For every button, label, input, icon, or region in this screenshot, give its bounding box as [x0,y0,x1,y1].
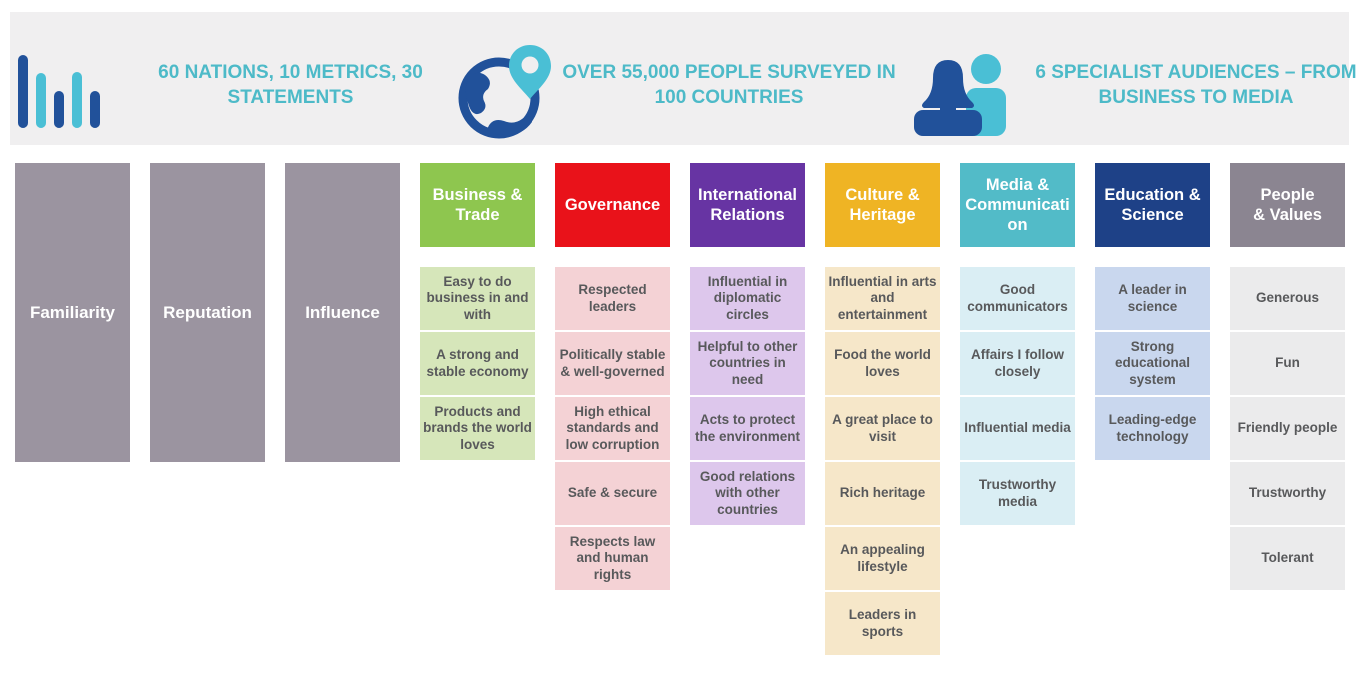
metric-label-familiarity: Familiarity [15,163,130,462]
statement-item: Helpful to other countries in need [690,332,805,395]
statement-item: A leader in science [1095,267,1210,330]
globe-pin-icon [458,45,551,139]
category-header-people-values: People & Values [1230,163,1345,247]
statement-item: Easy to do business in and with [420,267,535,330]
category-header-culture-heritage: Culture & Heritage [825,163,940,247]
category-column-business-trade: Business & Trade Easy to do business in … [420,163,535,657]
statement-item: Safe & secure [555,462,670,525]
statement-item: Influential in arts and entertainment [825,267,940,330]
statement-item: Rich heritage [825,462,940,525]
statement-item: Strong educational system [1095,332,1210,395]
statement-item: High ethical standards and low corruptio… [555,397,670,460]
statement-item: Trustworthy [1230,462,1345,525]
metric-column-reputation: Reputation [150,163,265,657]
statement-item: Leaders in sports [825,592,940,655]
statement-item: An appealing lifestyle [825,527,940,590]
category-column-media-communication: Media & Communication Good communicators… [960,163,1075,657]
bar-chart-icon [18,55,100,128]
statement-item: A great place to visit [825,397,940,460]
statement-item: Good relations with other countries [690,462,805,525]
category-header-governance: Governance [555,163,670,247]
statement-item: Politically stable & well-governed [555,332,670,395]
statement-item: Tolerant [1230,527,1345,590]
statement-item: Products and brands the world loves [420,397,535,460]
statement-item: Generous [1230,267,1345,330]
category-column-governance: Governance Respected leaders Politically… [555,163,670,657]
category-header-business-trade: Business & Trade [420,163,535,247]
statement-item: A strong and stable economy [420,332,535,395]
category-column-people-values: People & Values Generous Fun Friendly pe… [1230,163,1345,657]
statement-item: Influential media [960,397,1075,460]
statement-item: Influential in diplomatic circles [690,267,805,330]
statement-item: Fun [1230,332,1345,395]
stat-people-surveyed: OVER 55,000 PEOPLE SURVEYED IN 100 COUNT… [562,62,896,108]
category-header-international-relations: International Relations [690,163,805,247]
statement-item: Respects law and human rights [555,527,670,590]
statement-item: Good communicators [960,267,1075,330]
category-column-culture-heritage: Culture & Heritage Influential in arts a… [825,163,940,657]
index-columns: Familiarity Reputation Influence Busines… [15,163,1345,657]
audience-people-icon [914,54,1006,136]
stat-specialist-audiences: 6 SPECIALIST AUDIENCES – FROM BUSINESS T… [1035,62,1357,108]
metric-label-influence: Influence [285,163,400,462]
statement-item: Affairs I follow closely [960,332,1075,395]
metric-column-influence: Influence [285,163,400,657]
metric-column-familiarity: Familiarity [15,163,130,657]
category-header-media-communication: Media & Communication [960,163,1075,247]
statement-item: Acts to protect the environment [690,397,805,460]
metric-label-reputation: Reputation [150,163,265,462]
statement-item: Food the world loves [825,332,940,395]
stat-nations-metrics-statements: 60 NATIONS, 10 METRICS, 30 STATEMENTS [158,62,423,108]
statement-item: Leading-edge technology [1095,397,1210,460]
category-header-education-science: Education & Science [1095,163,1210,247]
category-column-international-relations: International Relations Influential in d… [690,163,805,657]
statement-item: Friendly people [1230,397,1345,460]
top-banner: 60 NATIONS, 10 METRICS, 30 STATEMENTS OV… [10,12,1357,145]
statement-item: Trustworthy media [960,462,1075,525]
category-column-education-science: Education & Science A leader in science … [1095,163,1210,657]
statement-item: Respected leaders [555,267,670,330]
